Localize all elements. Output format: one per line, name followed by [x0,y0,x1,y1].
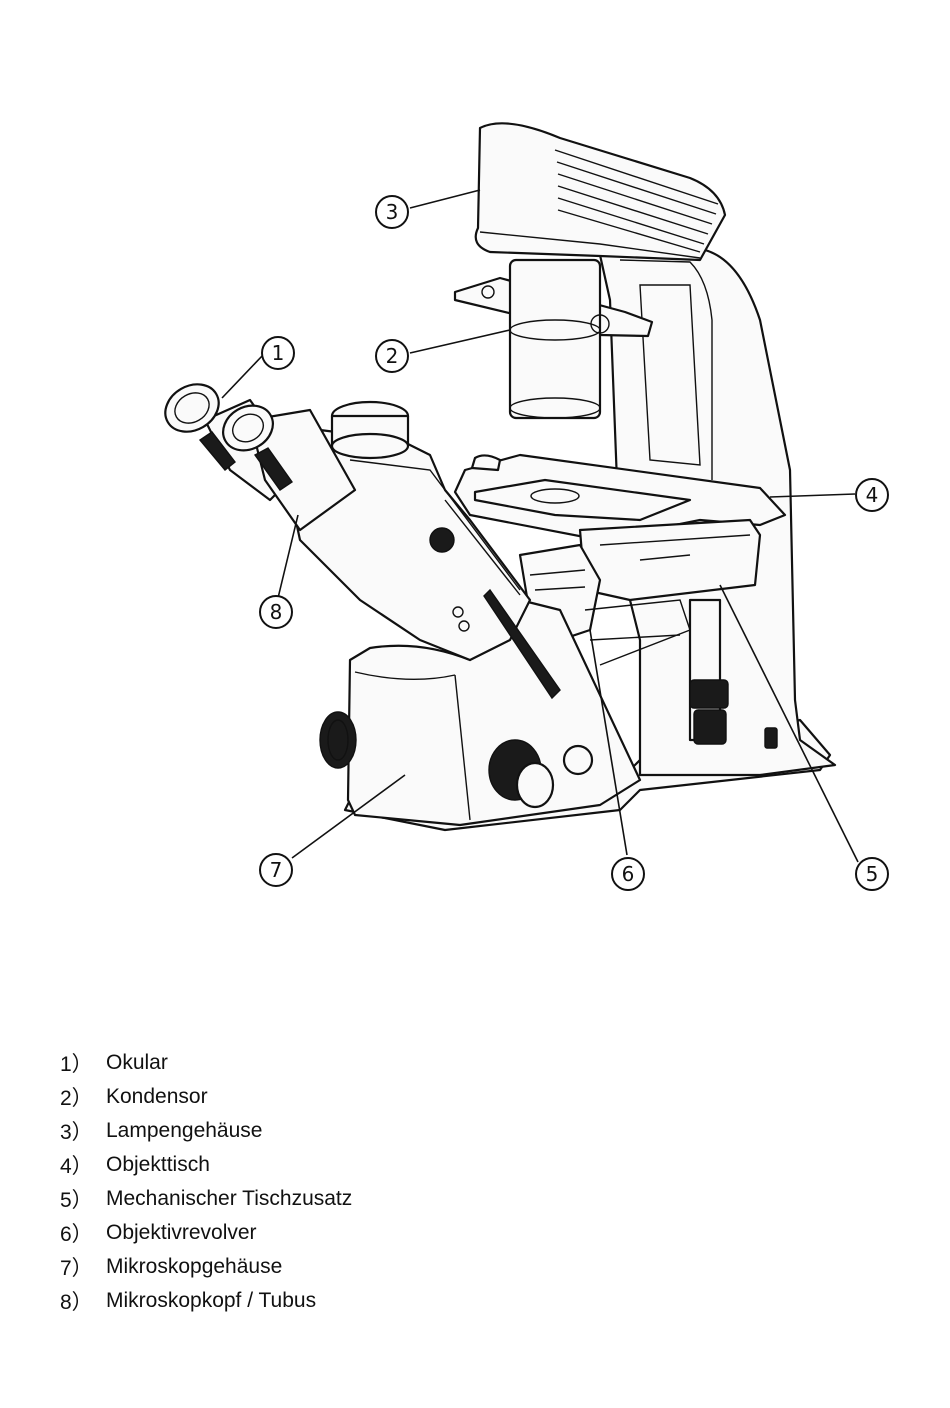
svg-text:1: 1 [272,341,285,365]
svg-text:6: 6 [622,862,635,886]
legend-item: 7） Mikroskopgehäuse [60,1250,660,1284]
callout-6: 6 [612,858,644,890]
legend-item: 2） Kondensor [60,1080,660,1114]
svg-text:2: 2 [386,344,399,368]
legend-number: 5） [60,1184,106,1214]
svg-text:7: 7 [270,858,283,882]
legend-label: Mechanischer Tischzusatz [106,1187,352,1211]
callout-5: 5 [856,858,888,890]
microscope-diagram: 1 2 3 4 5 6 7 8 [0,0,950,960]
legend-item: 4） Objekttisch [60,1148,660,1182]
legend-number: 8） [60,1286,106,1316]
legend-label: Mikroskopgehäuse [106,1255,282,1279]
svg-text:4: 4 [866,483,879,507]
legend-label: Objektivrevolver [106,1221,257,1245]
callout-1: 1 [262,337,294,369]
mechanical-stage [580,520,760,600]
svg-text:8: 8 [270,600,283,624]
legend-number: 7） [60,1252,106,1282]
callout-2: 2 [376,340,408,372]
legend-label: Kondensor [106,1085,208,1109]
parts-legend: 1） Okular 2） Kondensor 3） Lampengehäuse … [60,1046,660,1318]
legend-number: 4） [60,1150,106,1180]
condenser [510,260,600,418]
svg-text:5: 5 [866,862,879,886]
legend-item: 3） Lampengehäuse [60,1114,660,1148]
legend-item: 6） Objektivrevolver [60,1216,660,1250]
callout-7: 7 [260,854,292,886]
legend-label: Mikroskopkopf / Tubus [106,1289,316,1313]
legend-label: Lampengehäuse [106,1119,262,1143]
callout-4: 4 [856,479,888,511]
callout-8: 8 [260,596,292,628]
legend-label: Okular [106,1051,168,1075]
legend-item: 8） Mikroskopkopf / Tubus [60,1284,660,1318]
legend-item: 1） Okular [60,1046,660,1080]
legend-number: 1） [60,1048,106,1078]
legend-label: Objekttisch [106,1153,210,1177]
legend-number: 3） [60,1116,106,1146]
svg-text:3: 3 [386,200,399,224]
legend-item: 5） Mechanischer Tischzusatz [60,1182,660,1216]
legend-number: 2） [60,1082,106,1112]
legend-number: 6） [60,1218,106,1248]
callout-3: 3 [376,196,408,228]
